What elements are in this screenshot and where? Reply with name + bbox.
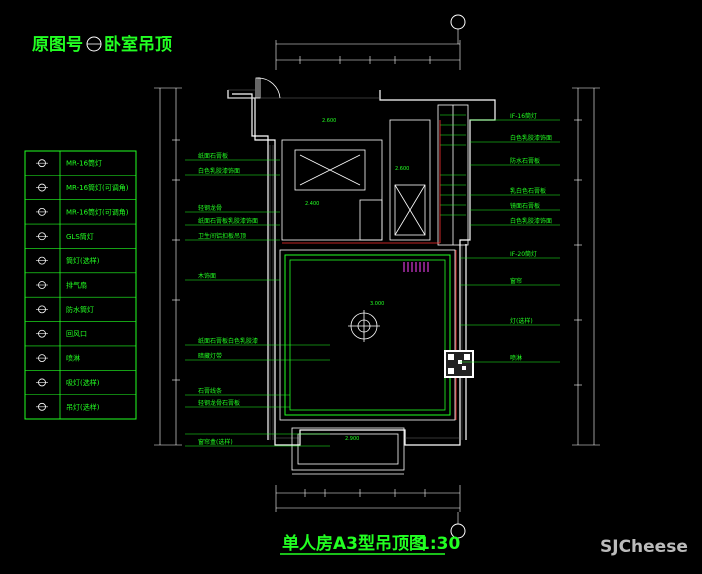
window-bay	[291, 427, 405, 475]
annotation-left: 窗帘盒(选样)	[198, 438, 233, 446]
annotation-right: 乳白色石膏板	[510, 187, 546, 195]
pendant-light-icon	[36, 402, 48, 411]
air-vent-icon	[403, 262, 429, 272]
fan-light-icon	[36, 256, 48, 265]
legend-label: 防水筒灯	[66, 305, 94, 314]
legend-label: 吸灯(选样)	[66, 378, 100, 387]
plan-scale: 1:30	[418, 534, 460, 554]
downlight-adjustable-icon	[36, 183, 48, 192]
upper-rooms	[281, 104, 469, 246]
door-swing	[255, 77, 281, 99]
pendant-light-icon	[348, 310, 380, 342]
downlight-icon	[36, 159, 48, 168]
annotation-left: 木饰面	[198, 272, 216, 280]
watermark: SJCheese	[600, 537, 688, 557]
annotation-left: 卫生间铝扣板吊顶	[198, 232, 246, 240]
drawing-title: 卧室吊顶	[104, 34, 172, 55]
annotation-left: 白色乳胶漆饰面	[198, 167, 240, 175]
annotation-left: 轻钢龙骨	[198, 204, 222, 212]
annotation-left: 石膏线条	[198, 387, 222, 395]
leader-lines	[185, 119, 560, 447]
drawing-ref-symbol	[86, 36, 102, 52]
ceiling-level: 3.000	[370, 301, 384, 307]
gls-downlight-icon	[36, 232, 48, 241]
exhaust-fan-icon	[36, 281, 48, 289]
legend-label: 排气扇	[66, 281, 87, 290]
drawing-ref-title: 原图号	[32, 35, 83, 55]
return-vent-icon	[36, 329, 48, 338]
ceiling-level: 2.900	[345, 436, 359, 442]
ceiling-level: 2.600	[322, 118, 336, 124]
legend-label: 筒灯(选样)	[66, 256, 100, 265]
ceiling-level: 2.400	[305, 201, 319, 207]
legend-label: MR-16筒灯	[66, 159, 102, 168]
legend-label: MR-16筒灯(可调角)	[66, 207, 129, 216]
panel-grid	[440, 114, 466, 216]
annotation-right: IF-20筒灯	[510, 250, 537, 258]
ceiling-level: 2.600	[395, 166, 409, 172]
legend-label: GLS筒灯	[66, 232, 94, 241]
waterproof-light-icon	[36, 305, 48, 314]
annotation-left: 轻钢龙骨石膏板	[198, 399, 240, 407]
legend-table: MR-16筒灯 MR-16筒灯(可调角) MR-16筒灯(可调角) GLS筒灯筒灯(选…	[24, 150, 137, 420]
dimension-lines	[154, 40, 600, 512]
annotation-left: 暗藏灯带	[198, 352, 222, 360]
annotation-right: IF-16筒灯	[510, 112, 537, 120]
legend-label: 喷淋	[66, 354, 80, 363]
annotation-right: 防水石膏板	[510, 157, 540, 165]
annotation-right: 灯(选样)	[510, 317, 533, 325]
axis-marker-bottom	[450, 512, 466, 539]
annotation-right: 喷淋	[510, 354, 522, 362]
annotation-right: 窗帘	[510, 277, 522, 285]
annotation-right: 镜面石膏板	[510, 202, 540, 210]
annotation-right: 白色乳胶漆饰面	[510, 217, 552, 225]
annotation-left: 纸面石膏板白色乳胶漆	[198, 337, 258, 345]
annotation-right: 白色乳胶漆饰面	[510, 134, 552, 142]
red-boundary	[282, 120, 457, 420]
bedroom-ceiling	[279, 249, 456, 421]
downlight-adjustable-icon	[36, 208, 48, 216]
legend-label: 吊灯(选样)	[66, 402, 100, 411]
wall-hatch	[228, 89, 463, 440]
qr-code-icon	[444, 350, 474, 378]
annotation-left: 纸面石膏板	[198, 152, 228, 160]
plan-title: 单人房A3型吊顶图	[282, 533, 426, 554]
ceiling-light-icon	[36, 378, 48, 387]
axis-marker-top	[450, 14, 466, 44]
room-walls	[227, 90, 496, 446]
legend-label: MR-16筒灯(可调角)	[66, 183, 129, 192]
legend-label: 回风口	[66, 330, 87, 338]
sprinkler-icon	[36, 354, 48, 362]
annotation-left: 纸面石膏板乳胶漆饰面	[198, 217, 258, 225]
